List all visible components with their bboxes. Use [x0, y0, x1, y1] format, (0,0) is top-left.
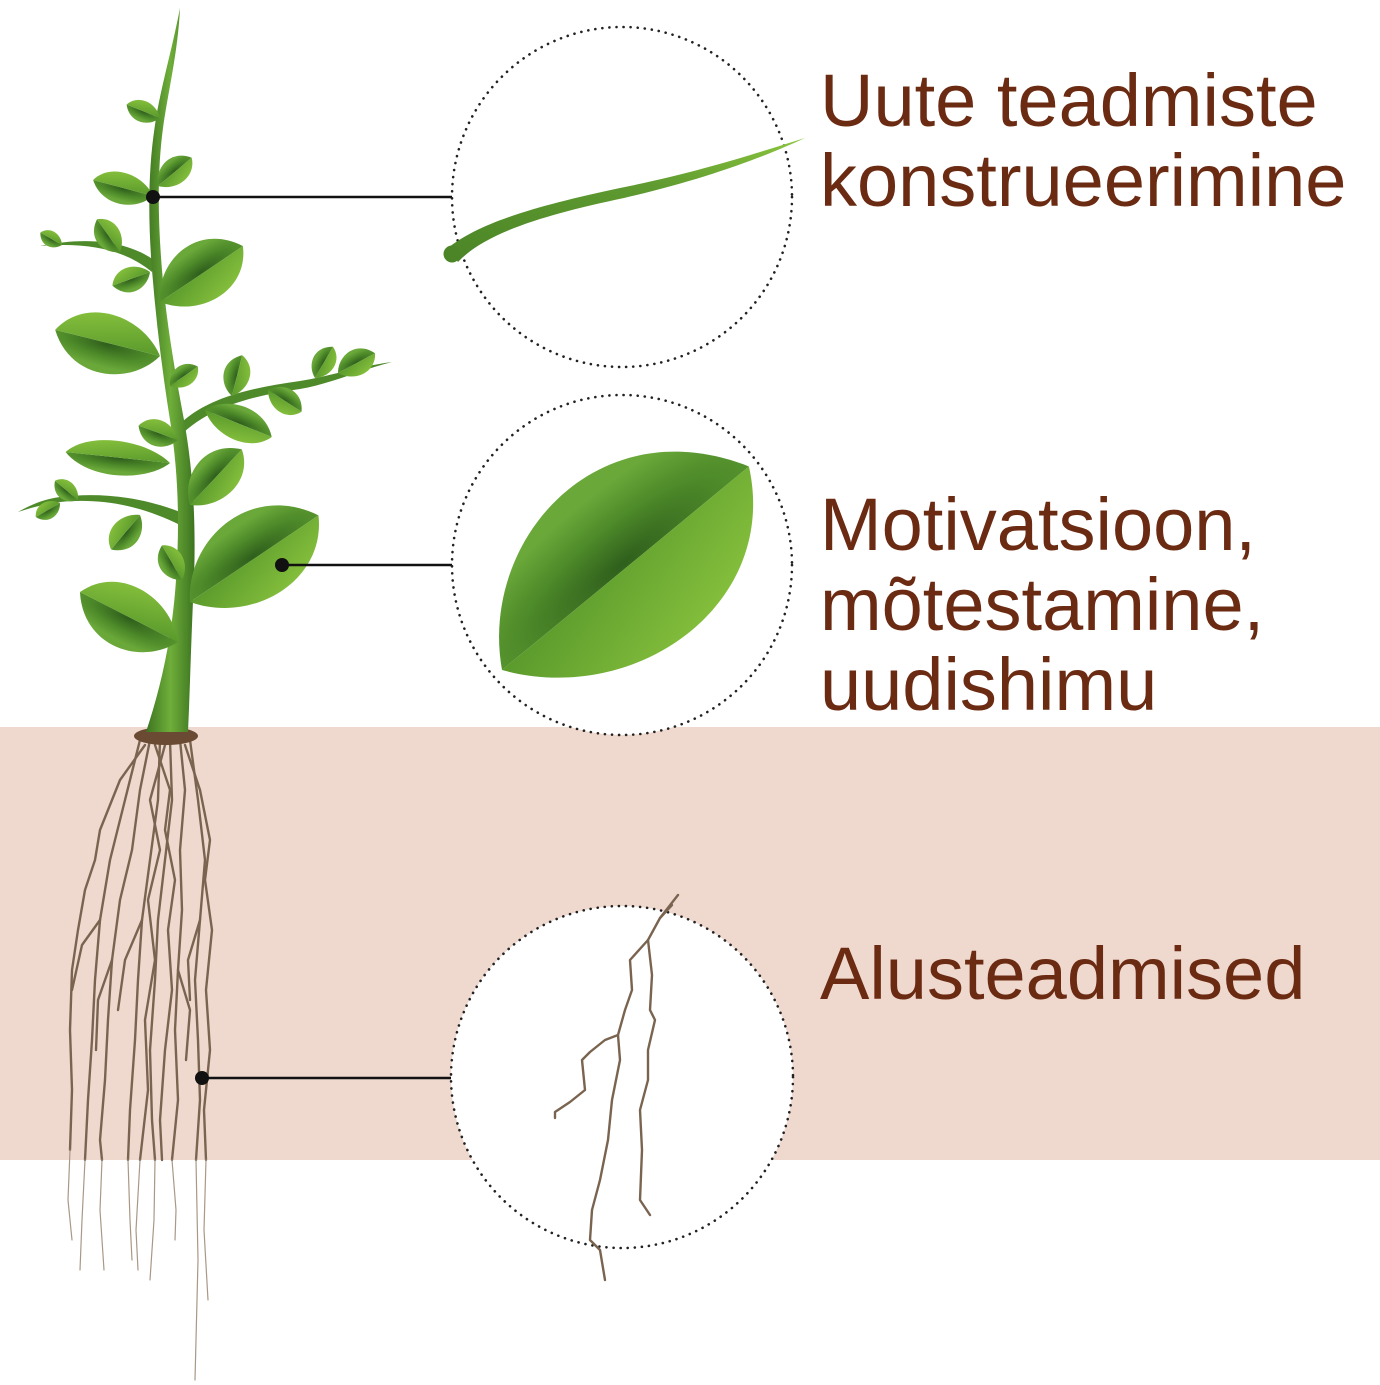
leaf — [36, 226, 65, 252]
callout-dot — [195, 1071, 209, 1085]
leaf — [48, 302, 167, 386]
label-prior-knowledge: Alusteadmised — [820, 934, 1305, 1014]
plant-leaves — [32, 95, 381, 671]
label-line: Uute teadmiste — [820, 61, 1346, 141]
label-new-knowledge: Uute teadmiste konstrueerimine — [820, 61, 1346, 221]
label-line: mõtestamine, — [820, 565, 1264, 645]
label-line: konstrueerimine — [820, 141, 1346, 221]
leaf — [199, 393, 279, 452]
label-line: uudishimu — [820, 645, 1264, 725]
callout-dot — [275, 558, 289, 572]
label-line: Motivatsioon, — [820, 485, 1264, 565]
label-line: Alusteadmised — [820, 934, 1305, 1014]
label-motivation: Motivatsioon, mõtestamine, uudishimu — [820, 485, 1264, 725]
callout-leaf — [275, 392, 806, 740]
leaf — [101, 506, 151, 559]
leaf — [89, 165, 157, 211]
callout-dot — [146, 190, 160, 204]
callout-circle — [451, 906, 793, 1248]
callout-stem-tip — [146, 27, 805, 367]
